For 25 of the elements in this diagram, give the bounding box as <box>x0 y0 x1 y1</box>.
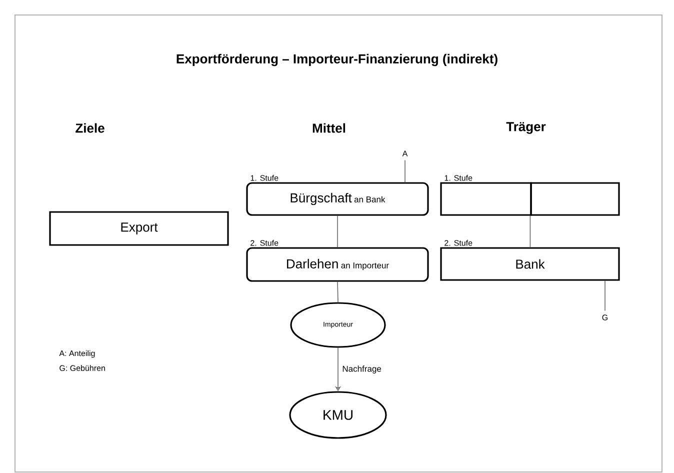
stage-label: 2. Stufe <box>250 240 278 246</box>
leader-line <box>604 280 606 312</box>
leader-line <box>404 160 406 183</box>
edge-label: Nachfrage <box>341 364 382 374</box>
callout-letter: A <box>402 150 408 156</box>
process-box: Bank <box>440 247 620 281</box>
process-box: Export <box>49 211 229 246</box>
column-heading: Ziele <box>76 123 104 133</box>
column-heading: Träger <box>506 122 546 134</box>
empty-box <box>530 182 620 216</box>
process-box: Darlehen an Importeur <box>246 247 429 282</box>
stage-label: 1. Stufe <box>444 174 472 181</box>
connector-line <box>530 215 531 248</box>
key-note: G: Gebühren <box>60 365 105 371</box>
process-box: Bürgschaft an Bank <box>246 182 429 216</box>
connector-line <box>337 281 338 303</box>
stage-label: 2. Stufe <box>444 240 472 246</box>
connector-line <box>337 215 338 248</box>
empty-box <box>440 182 532 216</box>
key-note: A: Anteilig <box>59 350 95 358</box>
ellipse-node: KMU <box>289 391 387 439</box>
stage-label: 1. Stufe <box>250 174 278 181</box>
title: Exportförderung – Importeur-Finanzierung (indirekt) <box>176 54 498 66</box>
callout-letter: G <box>602 314 608 320</box>
column-heading: Mittel <box>312 123 346 133</box>
